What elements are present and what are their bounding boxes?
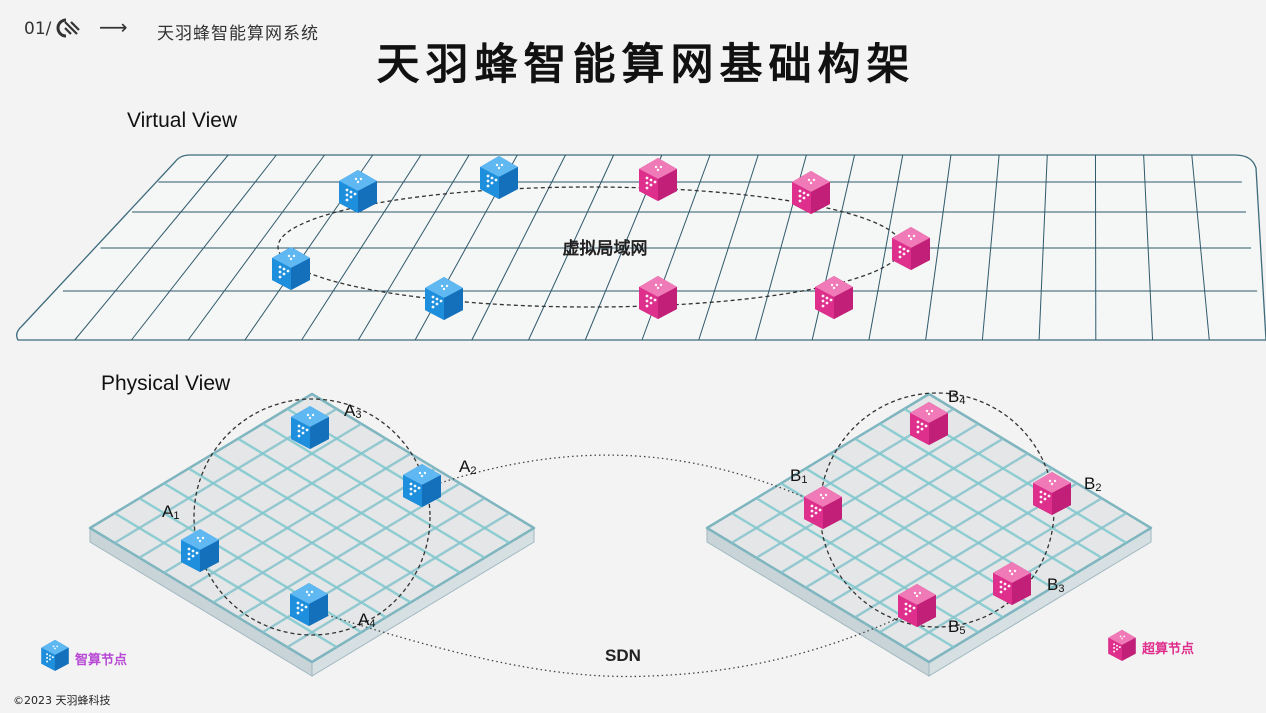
virtual-lan-label: 虚拟局域网 <box>563 238 648 259</box>
system-name: 天羽蜂智能算网系统 <box>157 24 319 44</box>
logo-icon <box>56 18 80 42</box>
legend-intelligent-node: 智算节点 <box>41 639 127 671</box>
sdn-link-lower <box>326 611 913 678</box>
intelligent-node-icon <box>41 639 69 671</box>
node-a1-label: A1 <box>162 502 179 522</box>
node-a4-label: A4 <box>358 610 375 630</box>
node-a2-label: A2 <box>459 457 476 477</box>
legend-intelligent-label: 智算节点 <box>75 652 127 668</box>
node-b5-label: B5 <box>948 617 965 637</box>
legend-super-label: 超算节点 <box>1142 641 1194 657</box>
node-a3-label: A3 <box>344 401 361 421</box>
node-b1-label: B1 <box>790 466 807 486</box>
arrow-icon: ⟶ <box>99 15 128 39</box>
cluster-a-ring <box>193 398 431 636</box>
node-b4-label: B4 <box>948 387 965 407</box>
node-b3-label: B3 <box>1047 575 1064 595</box>
node-b2-label: B2 <box>1084 474 1101 494</box>
page-title: 天羽蜂智能算网基础构架 <box>376 40 916 90</box>
virtual-view-title: Virtual View <box>127 109 238 132</box>
copyright: ©2023 天羽蜂科技 <box>13 694 111 707</box>
physical-view-title: Physical View <box>101 372 231 395</box>
page-number: 01/ <box>24 19 52 39</box>
legend-super-node: 超算节点 <box>1108 629 1194 661</box>
super-node-icon <box>1108 629 1136 661</box>
sdn-link-upper <box>439 454 823 506</box>
sdn-label: SDN <box>605 646 641 665</box>
physical-cluster-b-platform <box>705 392 1153 677</box>
physical-cluster-a-platform <box>88 392 536 677</box>
